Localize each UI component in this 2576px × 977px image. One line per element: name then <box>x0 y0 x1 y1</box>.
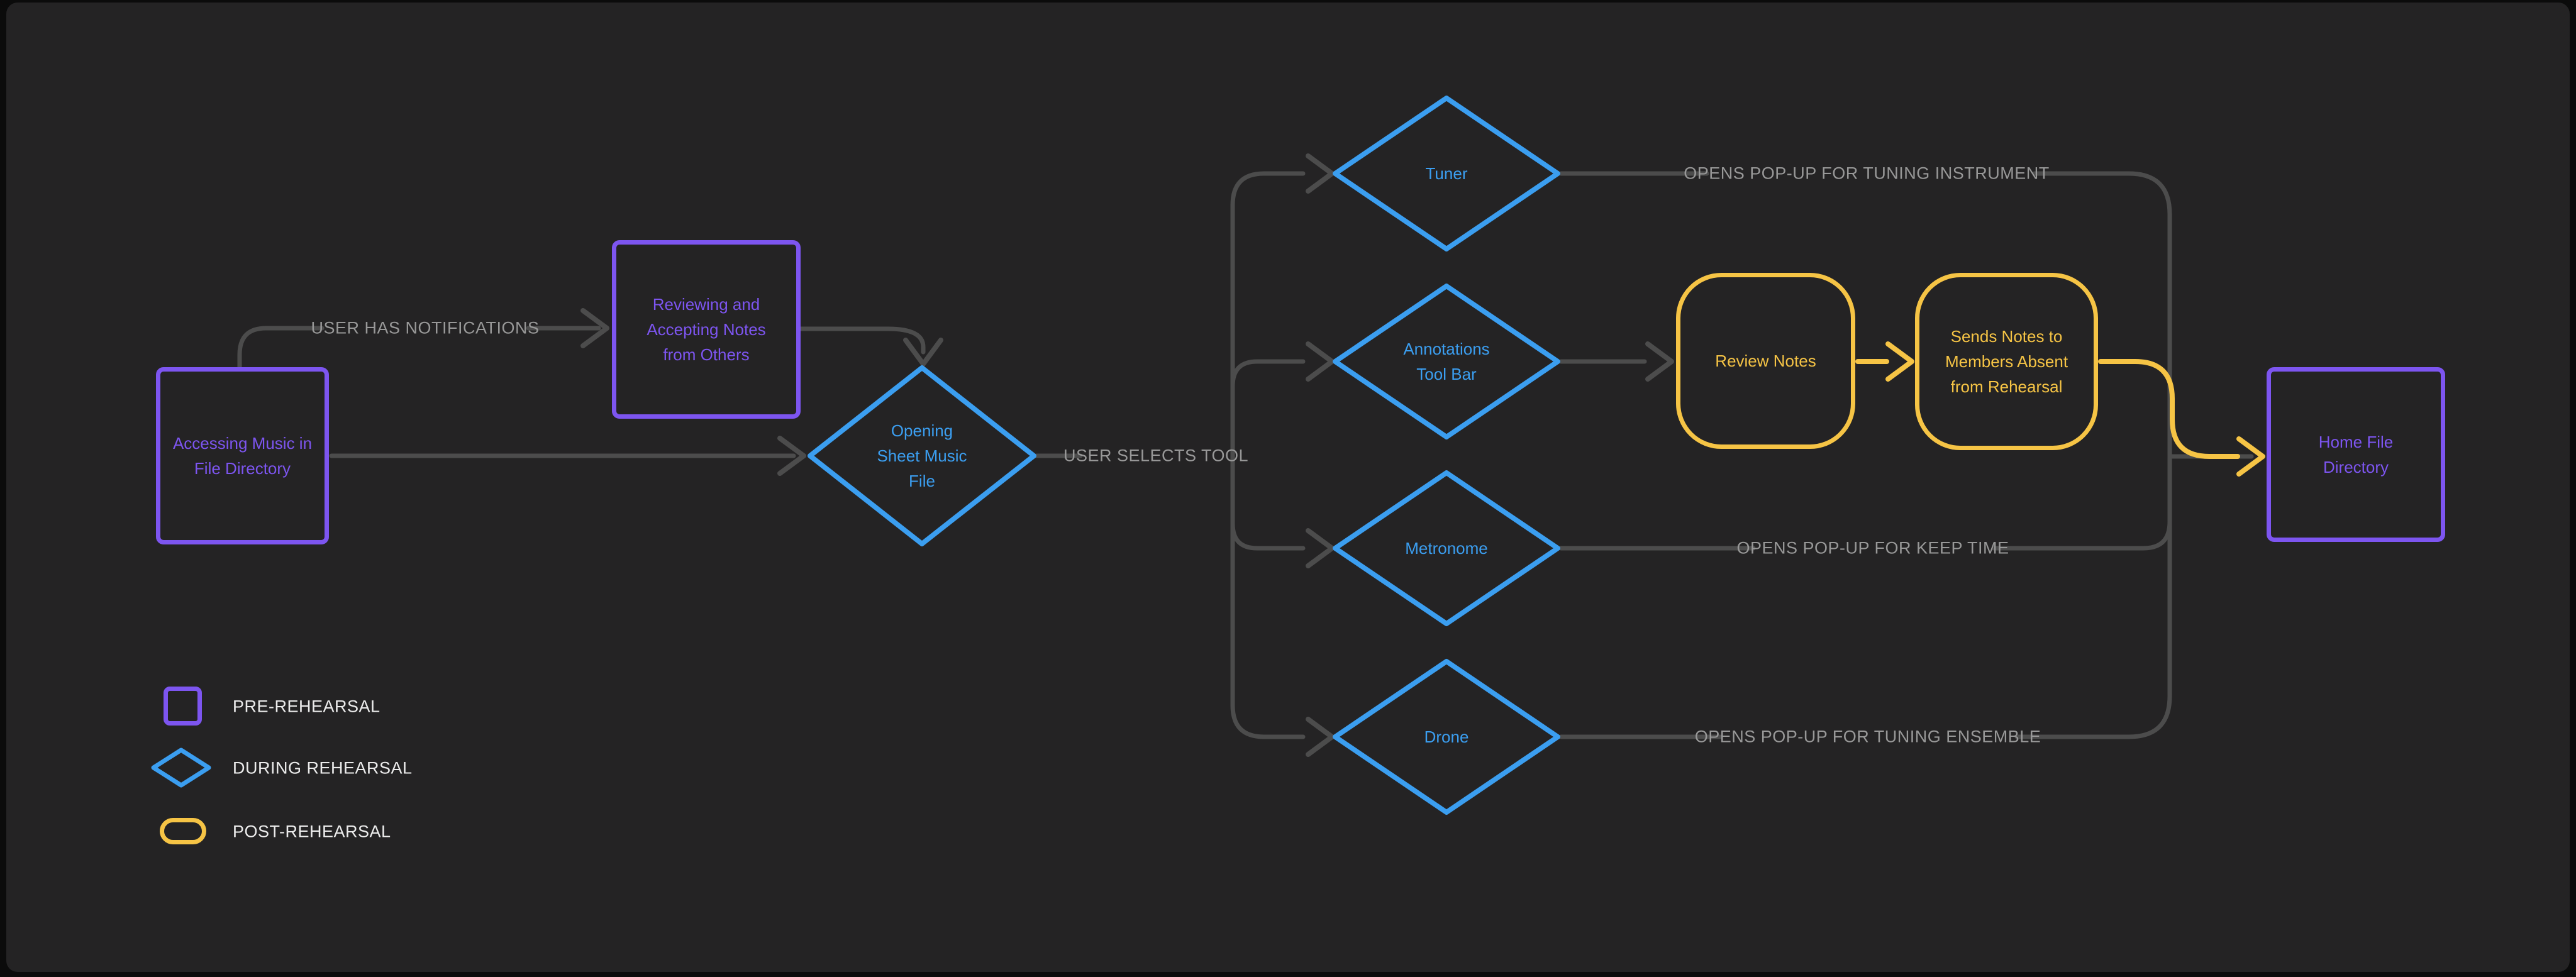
node-label-line: Sheet Music <box>877 446 967 465</box>
connector-layer <box>151 96 2265 815</box>
node-label-line: File Directory <box>194 459 291 478</box>
node-tuner-shape[interactable] <box>1333 96 1560 251</box>
arrowhead-into-annotations <box>1306 341 1335 382</box>
edge-tuner-to-rail <box>2032 171 2172 217</box>
node-label-line: Sends Notes to <box>1950 327 2063 346</box>
node-label-line: Tool Bar <box>1416 365 1477 384</box>
arrowhead-into-metronome <box>1306 528 1335 568</box>
node-label-line: from Others <box>663 345 750 364</box>
edge-metronome-to-rail <box>1991 519 2172 551</box>
node-opening-shape[interactable] <box>808 365 1036 546</box>
arrowhead-into-sends <box>1885 341 1914 382</box>
edge-spine-to-tuner <box>1230 171 1306 458</box>
arrowhead-into-opening-top <box>903 338 943 367</box>
edge-drone-to-rail <box>2014 693 2172 739</box>
arrowhead-into-opening-left <box>777 436 806 476</box>
node-label-line: Review Notes <box>1715 351 1816 370</box>
node-label-line: Home File <box>2318 433 2394 451</box>
edge-spine-to-drone <box>1230 453 1306 739</box>
edge-label-drone-popup[interactable]: OPENS POP-UP FOR TUNING ENSEMBLE <box>1694 727 2041 746</box>
edge-label-metronome-popup[interactable]: OPENS POP-UP FOR KEEP TIME <box>1736 538 2009 558</box>
edge-reviewing-to-opening <box>798 326 926 355</box>
edge-label-tuner-popup[interactable]: OPENS POP-UP FOR TUNING INSTRUMENT <box>1684 163 2050 183</box>
node-metronome-shape[interactable] <box>1333 470 1560 626</box>
node-label-line: Metronome <box>1405 539 1488 558</box>
node-label-line: Annotations <box>1403 339 1490 358</box>
node-label-line: from Rehearsal <box>1950 377 2063 396</box>
edge-accessing-to-reviewing-start <box>237 326 325 370</box>
node-label-line: Tuner <box>1425 164 1468 183</box>
node-annotations-shape[interactable] <box>1333 284 1560 439</box>
node-home-directory[interactable]: Home File Directory <box>2267 367 2445 542</box>
legend-label-during-rehearsal: DURING REHEARSAL <box>233 758 413 778</box>
node-sends-notes[interactable]: Sends Notes to Members Absent from Rehea… <box>1915 273 2098 450</box>
legend-label-post-rehearsal: POST-REHEARSAL <box>233 822 391 841</box>
node-drone-label: Drone <box>1424 724 1469 749</box>
legend-rounded-icon[interactable] <box>160 818 206 844</box>
node-label-line: Accessing Music in <box>172 434 313 453</box>
node-label-line: Directory <box>2323 458 2389 477</box>
node-label-line: Members Absent <box>1945 352 2068 371</box>
arrowhead-into-reviewing <box>580 308 609 348</box>
node-label-line: File <box>909 472 935 490</box>
node-reviewing-notes[interactable]: Reviewing and Accepting Notes from Other… <box>612 240 801 419</box>
node-label-line: Opening <box>891 421 953 440</box>
node-accessing-music[interactable]: Accessing Music in File Directory <box>156 367 329 544</box>
edge-sends-to-home <box>2098 359 2240 459</box>
node-annotations-label: Annotations Tool Bar <box>1403 336 1489 387</box>
edge-spine-to-metronome <box>1230 453 1306 551</box>
node-tuner-label: Tuner <box>1426 161 1468 186</box>
node-label-line: Drone <box>1424 727 1469 746</box>
node-drone-shape[interactable] <box>1333 659 1560 815</box>
arrowhead-into-review <box>1645 341 1674 382</box>
arrowhead-into-drone <box>1306 717 1335 757</box>
edge-label-user-has-notifications[interactable]: USER HAS NOTIFICATIONS <box>311 318 540 338</box>
edge-spine-to-annotations <box>1230 359 1306 458</box>
arrowhead-into-home <box>2236 436 2265 477</box>
node-label-line: Reviewing and <box>652 295 760 314</box>
legend-label-pre-rehearsal: PRE-REHEARSAL <box>233 697 380 716</box>
node-metronome-label: Metronome <box>1405 536 1488 561</box>
node-opening-label: Opening Sheet Music File <box>877 418 967 494</box>
legend-diamond-icon[interactable] <box>151 748 211 788</box>
diagram-canvas: Accessing Music in File Directory Review… <box>6 3 2570 972</box>
node-label-line: Accepting Notes <box>647 320 766 339</box>
edge-label-user-selects-tool[interactable]: USER SELECTS TOOL <box>1063 446 1249 465</box>
arrowhead-into-tuner <box>1306 153 1335 194</box>
legend-square-icon[interactable] <box>164 687 202 726</box>
node-review-notes[interactable]: Review Notes <box>1676 273 1855 449</box>
